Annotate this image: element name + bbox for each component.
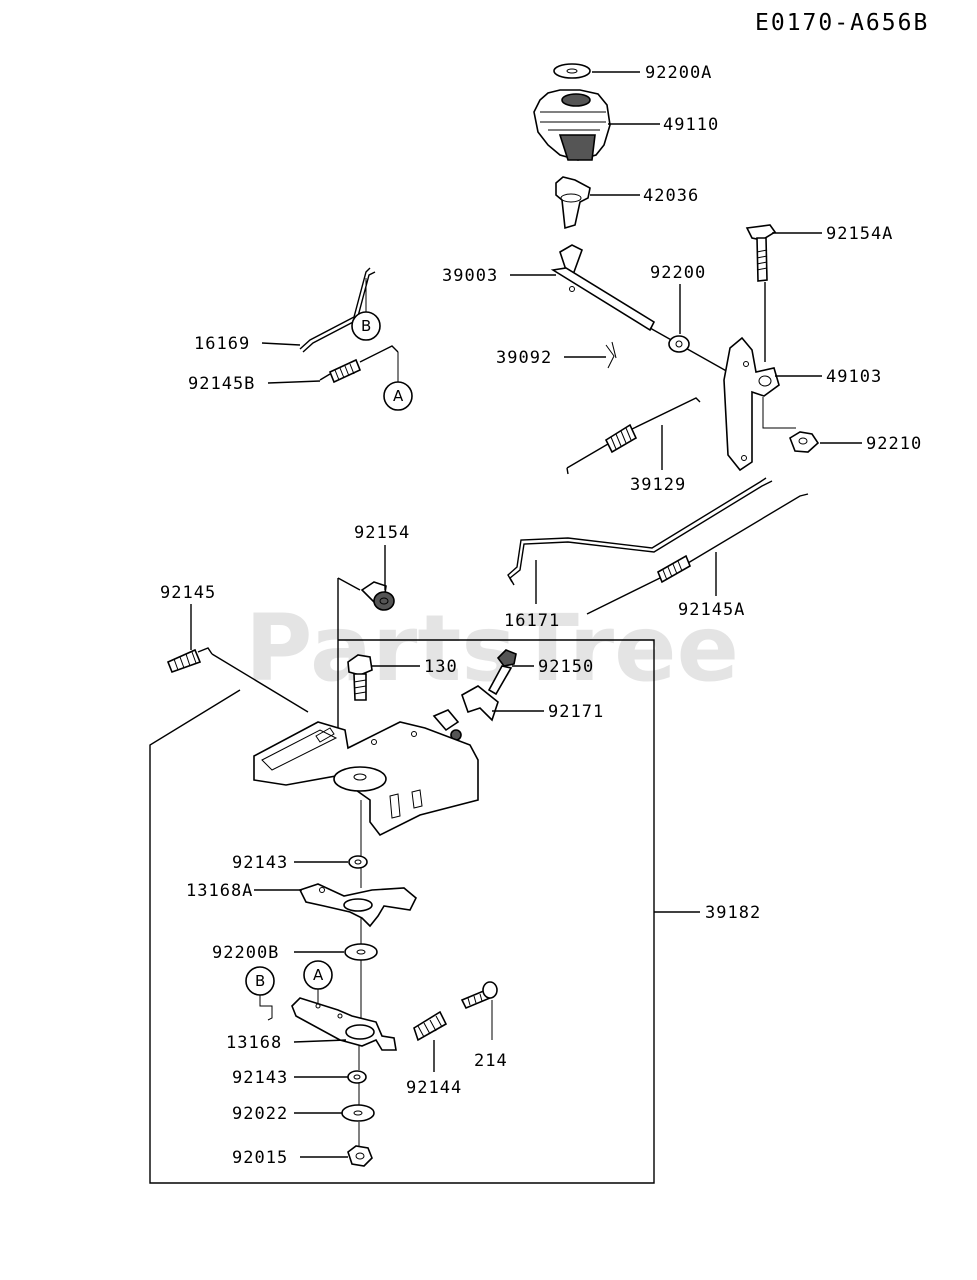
label-92171: 92171 [548, 702, 604, 722]
label-92150: 92150 [538, 657, 594, 677]
washer-92143-lower-icon [347, 1070, 367, 1084]
label-92145B: 92145B [188, 374, 255, 394]
label-92200: 92200 [650, 263, 706, 283]
svg-text:B: B [255, 972, 265, 990]
label-92200B: 92200B [212, 943, 279, 963]
callout-a-top: A [383, 381, 413, 411]
plate-13168-icon [291, 997, 397, 1051]
leader-lines [190, 71, 862, 1158]
callout-b-lower: B [245, 966, 275, 996]
label-39003: 39003 [442, 266, 498, 286]
lever-shaft-39003-icon [550, 244, 731, 374]
svg-text:A: A [393, 387, 404, 405]
bolt-92150-icon [487, 649, 517, 696]
nut-92210-icon [789, 431, 820, 453]
label-49103: 49103 [826, 367, 882, 387]
clamp-92171-icon [432, 685, 499, 741]
label-16169: 16169 [194, 334, 250, 354]
label-92143-lower: 92143 [232, 1068, 288, 1088]
bolt-130-icon [347, 654, 373, 701]
label-92200A: 92200A [645, 63, 712, 83]
svg-text:A: A [313, 966, 324, 984]
label-92145A: 92145A [678, 600, 745, 620]
nut-92015-icon [347, 1145, 373, 1167]
label-39129: 39129 [630, 475, 686, 495]
assembly-outline [149, 639, 655, 1184]
lever-49103-icon [723, 336, 780, 472]
label-42036: 42036 [643, 186, 699, 206]
washer-92200A-icon [553, 63, 591, 79]
spring-92145-icon [166, 647, 309, 713]
label-13168A: 13168A [186, 881, 253, 901]
label-92154: 92154 [354, 523, 410, 543]
label-92143-upper: 92143 [232, 853, 288, 873]
washer-92200-icon [668, 335, 690, 353]
cotter-39092-icon [605, 341, 617, 369]
label-39092: 39092 [496, 348, 552, 368]
washer-92022-icon [341, 1104, 375, 1122]
label-49110: 49110 [663, 115, 719, 135]
screw-214-icon [460, 981, 498, 1010]
callout-b-top: B [351, 311, 381, 341]
label-92022: 92022 [232, 1104, 288, 1124]
svg-text:B: B [361, 317, 371, 335]
spring-92144-icon [413, 1010, 448, 1042]
washer-92200B-icon [344, 943, 378, 961]
callout-a-lower: A [303, 960, 333, 990]
plate-13168A-icon [298, 883, 417, 928]
spring-92145A-icon [586, 493, 809, 615]
bolt-92154-icon [360, 581, 395, 611]
washer-92143-upper-icon [348, 855, 368, 869]
bracket-main-icon [253, 721, 479, 837]
sleeve-42036-icon [555, 176, 591, 230]
label-92145: 92145 [160, 583, 216, 603]
label-92154A: 92154A [826, 224, 893, 244]
label-13168: 13168 [226, 1033, 282, 1053]
spring-92145B-icon [319, 345, 399, 384]
diagram-code: E0170-A656B [755, 10, 929, 36]
label-92144: 92144 [406, 1078, 462, 1098]
label-92210: 92210 [866, 434, 922, 454]
label-39182: 39182 [705, 903, 761, 923]
bolt-92154A-icon [745, 224, 777, 282]
spring-rod-39129-icon [566, 397, 701, 475]
label-16171: 16171 [504, 611, 560, 631]
label-130: 130 [424, 657, 458, 677]
label-214: 214 [474, 1051, 508, 1071]
rod-16171-icon [507, 477, 773, 586]
label-92015: 92015 [232, 1148, 288, 1168]
gear-49110-icon [533, 89, 611, 161]
